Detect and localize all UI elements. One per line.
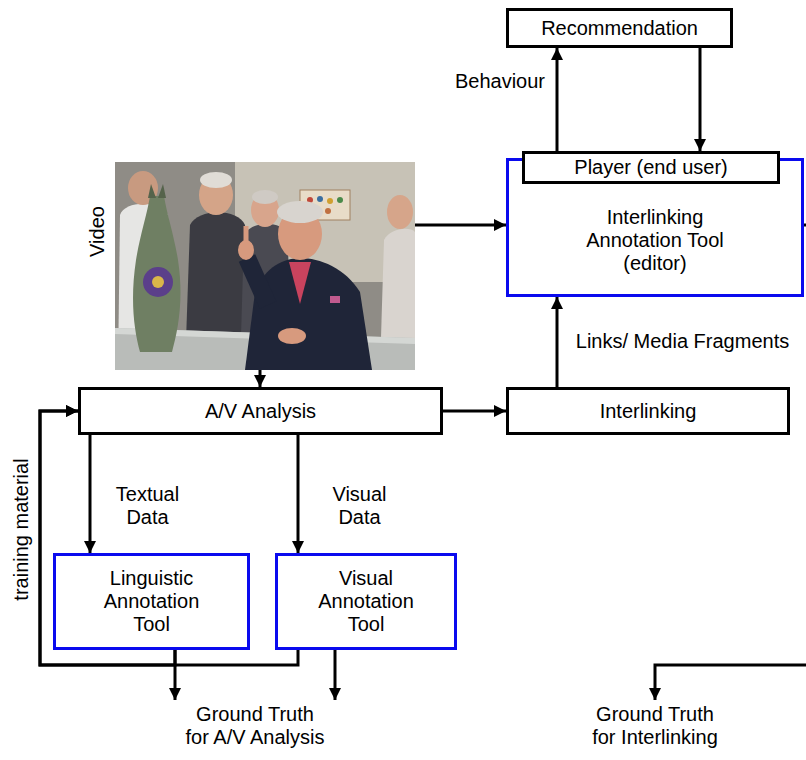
edge-label: Behaviour bbox=[450, 70, 550, 93]
edge-label: Visual Data bbox=[312, 483, 407, 529]
connector-arrow bbox=[297, 435, 300, 553]
illustration-shape bbox=[317, 196, 323, 202]
illustration-shape bbox=[152, 276, 164, 288]
video-arrow bbox=[259, 370, 262, 387]
illustration-shape bbox=[289, 262, 311, 304]
illustration-shape bbox=[238, 240, 254, 260]
annotation-label: Ground Truth for A/V Analysis bbox=[182, 703, 328, 749]
edge-label: Links/ Media Fragments bbox=[570, 330, 795, 353]
connector-arrow bbox=[443, 410, 506, 413]
illustration-shape bbox=[327, 198, 333, 204]
connector-arrow bbox=[89, 435, 92, 553]
illustration-shape bbox=[133, 196, 180, 352]
node-label: Interlinking bbox=[600, 400, 697, 423]
connector-arrow bbox=[40, 411, 298, 665]
video-arrow bbox=[415, 224, 506, 227]
annotation-label: Ground Truth for Interlinking bbox=[582, 703, 728, 749]
node-label: A/V Analysis bbox=[205, 400, 316, 423]
ground-truth-arrow bbox=[655, 665, 806, 700]
process-box: Linguistic Annotation Tool bbox=[53, 553, 250, 650]
edge-label: Textual Data bbox=[100, 483, 195, 529]
illustration-shape bbox=[387, 195, 413, 229]
node-label: Visual Annotation Tool bbox=[306, 567, 426, 636]
process-box: Visual Annotation Tool bbox=[275, 553, 457, 650]
connector-arrow bbox=[556, 297, 559, 387]
node-label: Linguistic Annotation Tool bbox=[92, 567, 212, 636]
ground-truth-arrow bbox=[334, 650, 337, 700]
illustration-shape bbox=[278, 328, 306, 344]
illustration-shape bbox=[200, 172, 232, 188]
illustration-shape bbox=[148, 184, 156, 198]
node-label: Recommendation bbox=[541, 17, 698, 40]
node-label: Player (end user) bbox=[574, 156, 727, 179]
illustration-shape bbox=[337, 197, 343, 203]
edge-label: training material bbox=[10, 420, 33, 640]
illustration-shape bbox=[252, 190, 278, 204]
connector-arrow bbox=[699, 48, 702, 151]
illustration-shape bbox=[115, 162, 415, 370]
process-box: Player (end user) bbox=[522, 151, 780, 184]
illustration-shape bbox=[143, 267, 173, 297]
illustration-shape bbox=[330, 296, 340, 303]
illustration-shape bbox=[158, 184, 166, 198]
connector-arrow bbox=[556, 48, 559, 151]
annotation-label: Video bbox=[86, 192, 109, 272]
illustration-shape bbox=[244, 226, 249, 242]
process-box: Recommendation bbox=[506, 8, 733, 48]
illustration-shape bbox=[247, 258, 268, 305]
illustration-shape bbox=[325, 208, 331, 214]
video-still bbox=[115, 162, 415, 370]
process-box: Interlinking bbox=[506, 387, 790, 435]
illustration-shape bbox=[245, 258, 372, 370]
illustration-shape bbox=[277, 201, 323, 223]
process-box: Interlinking Annotation Tool (editor) Pla… bbox=[506, 158, 804, 297]
process-box: A/V Analysis bbox=[78, 387, 443, 435]
node-label: Interlinking Annotation Tool (editor) bbox=[583, 206, 728, 275]
